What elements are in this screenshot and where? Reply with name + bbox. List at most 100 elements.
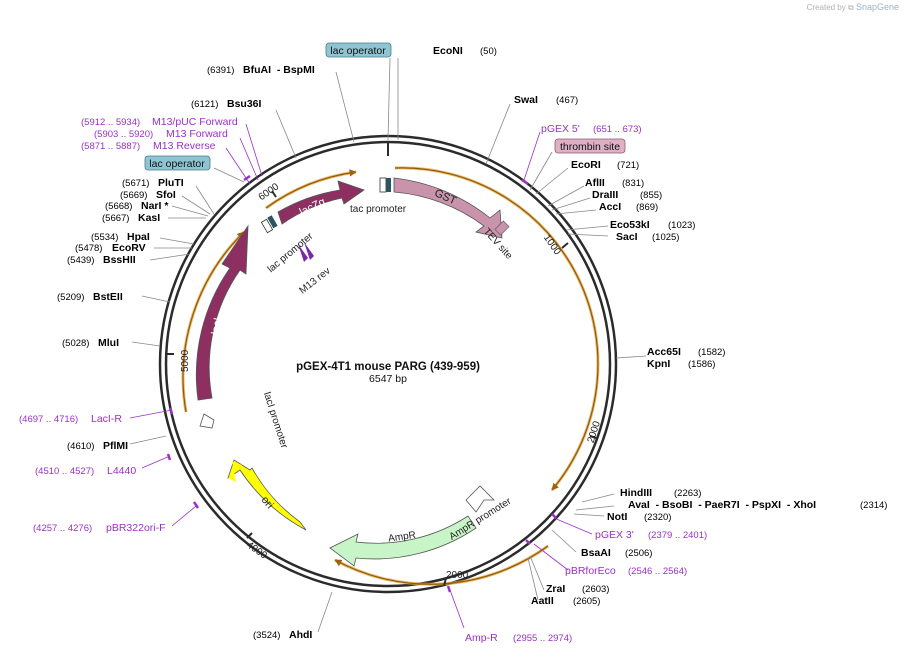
svg-text:Bsu36I: Bsu36I	[227, 98, 262, 110]
site-hpai[interactable]: (5534)HpaI	[91, 231, 150, 243]
promoter-lac: lac promoter	[260, 215, 316, 275]
site-kasi[interactable]: (5667)KasI	[102, 212, 160, 224]
svg-text:(5871 .. 5887): (5871 .. 5887)	[81, 141, 140, 152]
site-hindiii[interactable]: HindIII (2263)	[620, 487, 701, 499]
laci-promoter-label: lacI promoter	[261, 391, 290, 451]
site-bsu36i[interactable]: (6121)Bsu36I	[191, 98, 262, 110]
site-draiii[interactable]: DraIII (855)	[592, 189, 662, 201]
svg-text:(2263): (2263)	[674, 488, 701, 499]
snapgene-logo-icon: ⧉	[848, 3, 854, 12]
feature-ampr[interactable]: AmpR	[329, 515, 477, 567]
site-kpni[interactable]: KpnI(1586)	[647, 358, 715, 370]
svg-text:(2955 .. 2974): (2955 .. 2974)	[513, 633, 572, 644]
svg-text:(721): (721)	[617, 160, 639, 171]
map-length: 6547 bp	[369, 373, 407, 385]
primer-amp-r[interactable]: Amp-R(2955 .. 2974)	[465, 632, 572, 644]
primer-pgex3[interactable]: pGEX 3' (2379 .. 2401)	[595, 529, 707, 541]
site-ecorv[interactable]: (5478)EcoRV	[75, 242, 146, 254]
svg-text:NarI *: NarI *	[141, 200, 169, 212]
primer-m13-puc-forward[interactable]: (5912 .. 5934)M13/pUC Forward	[81, 116, 238, 128]
snapgene-watermark: Created by ⧉ SnapGene	[806, 2, 899, 12]
site-econi[interactable]: EcoNI(50)	[433, 45, 497, 57]
feature-lacza[interactable]: lacZα	[277, 180, 365, 225]
tick-label-3000: 2000	[446, 570, 469, 581]
svg-text:(651 .. 673): (651 .. 673)	[593, 124, 642, 135]
primer-pbrforeco[interactable]: pBRforEco(2546 .. 2564)	[565, 565, 687, 577]
svg-text:SwaI: SwaI	[514, 94, 538, 106]
svg-text:lac operator: lac operator	[330, 45, 386, 57]
site-bsshii[interactable]: (5439)BssHII	[67, 254, 136, 266]
lac-operator-top[interactable]: lac operator	[325, 42, 392, 58]
svg-text:BfuAI - BspMI: BfuAI - BspMI	[243, 64, 315, 76]
svg-text:(4697 .. 4716): (4697 .. 4716)	[19, 414, 78, 425]
svg-text:(4510 .. 4527): (4510 .. 4527)	[35, 466, 94, 477]
svg-text:(5667): (5667)	[102, 213, 129, 224]
svg-text:(2314): (2314)	[860, 500, 887, 511]
svg-text:(5671): (5671)	[122, 178, 149, 189]
svg-text:(855): (855)	[640, 190, 662, 201]
primer-pbr322ori-f[interactable]: (4257 .. 4276)pBR322ori-F	[33, 522, 166, 534]
svg-text:(2320): (2320)	[644, 512, 671, 523]
svg-text:NotI: NotI	[607, 511, 627, 523]
tick-marks	[166, 142, 597, 587]
thrombin-site-box[interactable]: thrombin site	[554, 138, 626, 154]
site-sfoi[interactable]: (5669) SfoI	[120, 189, 176, 201]
tac-promoter-label: tac promoter	[350, 204, 407, 215]
laci-label: lacI	[210, 317, 225, 336]
site-aatii[interactable]: AatII(2605)	[531, 595, 600, 607]
lac-operator-left[interactable]: lac operator	[144, 155, 211, 171]
site-nari[interactable]: (5668)NarI *	[105, 200, 169, 212]
site-acci[interactable]: AccI(869)	[599, 201, 658, 213]
enzyme-sites-right: EcoNI(50) SwaI (467) EcoRI (721) AflII(831…	[253, 45, 887, 641]
svg-text:(5912 .. 5934): (5912 .. 5934)	[81, 117, 140, 128]
site-saci[interactable]: SacI(1025)	[616, 231, 679, 243]
site-bsteii[interactable]: (5209)BstEII	[57, 291, 123, 303]
site-zrai[interactable]: ZraI(2603)	[546, 583, 609, 595]
svg-text:AhdI: AhdI	[289, 629, 312, 641]
feature-ori[interactable]: ori	[227, 459, 307, 531]
site-noti[interactable]: NotI (2320)	[607, 511, 671, 523]
ampr-label: AmpR	[388, 530, 417, 545]
svg-text:pGEX 3': pGEX 3'	[595, 529, 634, 541]
svg-text:(5669): (5669)	[120, 190, 147, 201]
svg-text:(2379 .. 2401): (2379 .. 2401)	[648, 530, 707, 541]
primer-m13-forward[interactable]: (5903 .. 5920)M13 Forward	[94, 128, 228, 140]
svg-text:SfoI: SfoI	[156, 189, 176, 201]
site-ahdi[interactable]: (3524)AhdI	[253, 629, 312, 641]
svg-text:AccI: AccI	[599, 201, 621, 213]
svg-text:HpaI: HpaI	[127, 231, 150, 243]
svg-text:DraIII: DraIII	[592, 189, 618, 201]
primer-l4440[interactable]: (4510 .. 4527)L4440	[35, 465, 136, 477]
svg-text:(50): (50)	[480, 46, 497, 57]
site-acc65i[interactable]: Acc65I(1582)	[647, 346, 725, 358]
primer-m13-rev: M13 rev	[297, 242, 333, 297]
svg-text:EcoRI: EcoRI	[571, 159, 601, 171]
primer-laci-r[interactable]: (4697 .. 4716) LacI-R	[19, 413, 122, 425]
svg-text:LacI-R: LacI-R	[91, 413, 122, 425]
primer-m13-reverse[interactable]: (5871 .. 5887)M13 Reverse	[81, 140, 216, 152]
svg-text:Eco53kI: Eco53kI	[610, 219, 650, 231]
promoter-ampr: AmpR promoter	[448, 485, 514, 543]
svg-text:HindIII: HindIII	[620, 487, 652, 499]
site-eco53ki[interactable]: Eco53kI (1023)	[610, 219, 695, 231]
m13-rev-label: M13 rev	[297, 266, 332, 297]
svg-text:(1586): (1586)	[688, 359, 715, 370]
feature-laci[interactable]: lacI	[195, 224, 249, 401]
svg-text:(1025): (1025)	[652, 232, 679, 243]
svg-text:MluI: MluI	[98, 337, 119, 349]
site-pluti[interactable]: (5671)PluTI	[122, 177, 184, 189]
site-swai[interactable]: SwaI (467)	[514, 94, 578, 106]
site-bsaai[interactable]: BsaAI(2506)	[581, 547, 652, 559]
site-pflmi[interactable]: (4610)PflMI	[67, 440, 128, 452]
svg-text:(467): (467)	[556, 95, 578, 106]
svg-text:(4257 .. 4276): (4257 .. 4276)	[33, 523, 92, 534]
site-ecori[interactable]: EcoRI (721)	[571, 159, 639, 171]
primer-pgex5[interactable]: pGEX 5'(651 .. 673)	[541, 123, 642, 135]
site-aflii[interactable]: AflII(831)	[585, 177, 644, 189]
svg-text:PflMI: PflMI	[103, 440, 128, 452]
site-mlui[interactable]: (5028)MluI	[62, 337, 119, 349]
svg-text:(2546 .. 2564): (2546 .. 2564)	[628, 566, 687, 577]
site-bfuai-group[interactable]: (6391)BfuAI - BspMI	[207, 64, 315, 76]
svg-text:(1023): (1023)	[668, 220, 695, 231]
site-avai-group[interactable]: AvaI - BsoBI - PaeR7I - PspXI - XhoI(231…	[628, 499, 887, 511]
